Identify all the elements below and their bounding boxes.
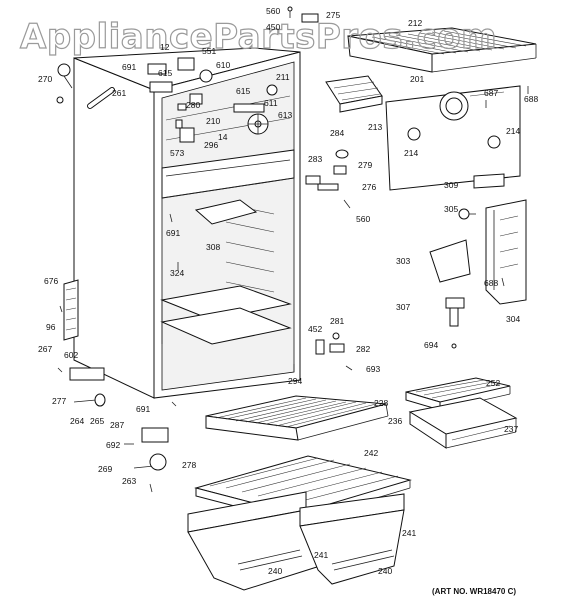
parts-452-281-282 [315,332,353,371]
callout-551: 551 [202,46,216,56]
callout-283: 283 [308,154,322,164]
callout-213: 213 [368,122,382,132]
callout-287: 287 [110,420,124,430]
art-number: (ART NO. WR18470 C) [432,587,516,596]
callout-214: 214 [404,148,418,158]
callout-611: 611 [264,98,278,108]
callout-615: 615 [236,86,250,96]
callout-241: 241 [402,528,416,538]
callout-281: 281 [330,316,344,326]
callout-282: 282 [356,344,370,354]
callout-560: 560 [356,214,370,224]
callout-96: 96 [46,322,56,332]
wire-shelf-228 [205,395,389,441]
callout-263: 263 [122,476,136,486]
callout-296: 296 [204,140,218,150]
callout-269: 269 [98,464,112,474]
callout-211: 211 [276,72,290,82]
callout-294: 294 [288,376,302,386]
callout-303: 303 [396,256,410,266]
callout-573: 573 [170,148,184,158]
pan-252-236-237 [405,377,518,449]
callout-304: 304 [506,314,520,324]
callout-450: 450 [266,22,280,32]
parts-309-305 [458,173,505,220]
callout-201: 201 [410,74,424,84]
callout-613: 613 [278,110,292,120]
callout-687: 687 [484,88,498,98]
callout-240: 240 [268,566,282,576]
callout-276: 276 [362,182,376,192]
callout-210: 210 [206,116,220,126]
panel-201 [385,85,521,191]
small-parts-center [305,149,351,209]
parts-303-307 [429,239,471,349]
callout-560: 560 [266,6,280,16]
callout-240: 240 [378,566,392,576]
callout-615: 615 [158,68,172,78]
callout-214: 214 [506,126,520,136]
callout-270: 270 [38,74,52,84]
callout-267: 267 [38,344,52,354]
callout-691: 691 [122,62,136,72]
callout-252: 252 [486,378,500,388]
callout-12: 12 [160,42,170,52]
housing-304 [485,199,527,305]
watermark: AppliancePartsPros.com [20,17,497,57]
rod-261 [87,87,115,109]
callout-691: 691 [136,404,150,414]
crisper-drawers-240 [187,491,405,591]
callout-280: 280 [186,100,200,110]
callout-284: 284 [330,128,344,138]
callout-242: 242 [364,448,378,458]
callout-265: 265 [90,416,104,426]
callout-279: 279 [358,160,372,170]
wire-shelf-212 [347,27,537,73]
callout-277: 277 [52,396,66,406]
callout-694: 694 [424,340,438,350]
callout-237: 237 [504,424,518,434]
callout-602: 602 [64,350,78,360]
hardware-screws [57,6,529,407]
callout-307: 307 [396,302,410,312]
callout-241: 241 [314,550,328,560]
callout-labels: 560 275 212 450 12 551 691 615 610 270 261 211 615 28… [38,6,538,576]
freezer-controls [147,57,278,143]
callout-305: 305 [444,204,458,214]
callout-309: 309 [444,180,458,190]
callout-688: 688 [484,278,498,288]
callout-264: 264 [70,416,84,426]
callout-212: 212 [408,18,422,28]
callout-691: 691 [166,228,180,238]
callout-676: 676 [44,276,58,286]
left-small-parts [69,367,169,493]
callout-610: 610 [216,60,230,70]
callout-278: 278 [182,460,196,470]
callout-452: 452 [308,324,322,334]
callout-693: 693 [366,364,380,374]
callout-275: 275 [326,10,340,20]
egg-tray-213 [325,75,383,113]
thermostat-270 [56,63,73,104]
callout-228: 228 [374,398,388,408]
callout-308: 308 [206,242,220,252]
callout-261: 261 [112,88,126,98]
callout-692: 692 [106,440,120,450]
callout-324: 324 [170,268,184,278]
callout-236: 236 [388,416,402,426]
callout-688: 688 [524,94,538,104]
callout-14: 14 [218,132,228,142]
